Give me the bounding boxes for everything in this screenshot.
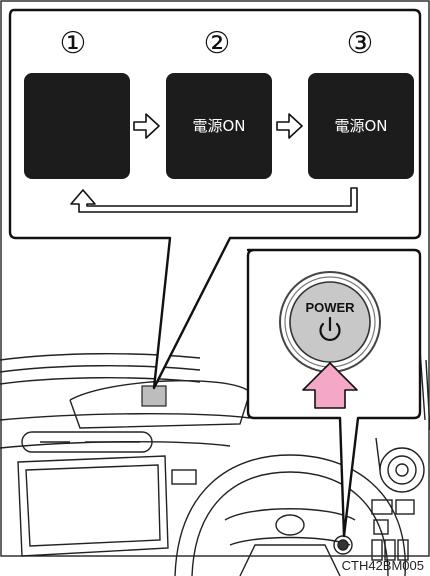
arrow-right-icon [133, 113, 160, 139]
figure-code: CTH42BM005 [341, 558, 424, 573]
display-panel-step-1 [24, 73, 130, 179]
display-text-step-3: 電源ON [334, 117, 387, 135]
display-panel-step-3 [308, 73, 414, 179]
display-text-step-2: 電源ON [192, 117, 245, 135]
step-3-number: ③ [347, 26, 374, 61]
image-border [0, 0, 430, 557]
dashboard-line-art [0, 349, 430, 576]
arrow-right-icon [276, 113, 303, 139]
step-2-number: ② [204, 26, 231, 61]
power-button-label: POWER [305, 300, 355, 315]
press-arrow-icon [302, 362, 358, 409]
step-1-number: ① [60, 26, 87, 61]
return-arrow-icon [70, 187, 358, 213]
display-panel-step-2 [166, 73, 272, 179]
power-symbol-icon [319, 316, 341, 342]
power-button[interactable]: POWER [279, 271, 381, 373]
